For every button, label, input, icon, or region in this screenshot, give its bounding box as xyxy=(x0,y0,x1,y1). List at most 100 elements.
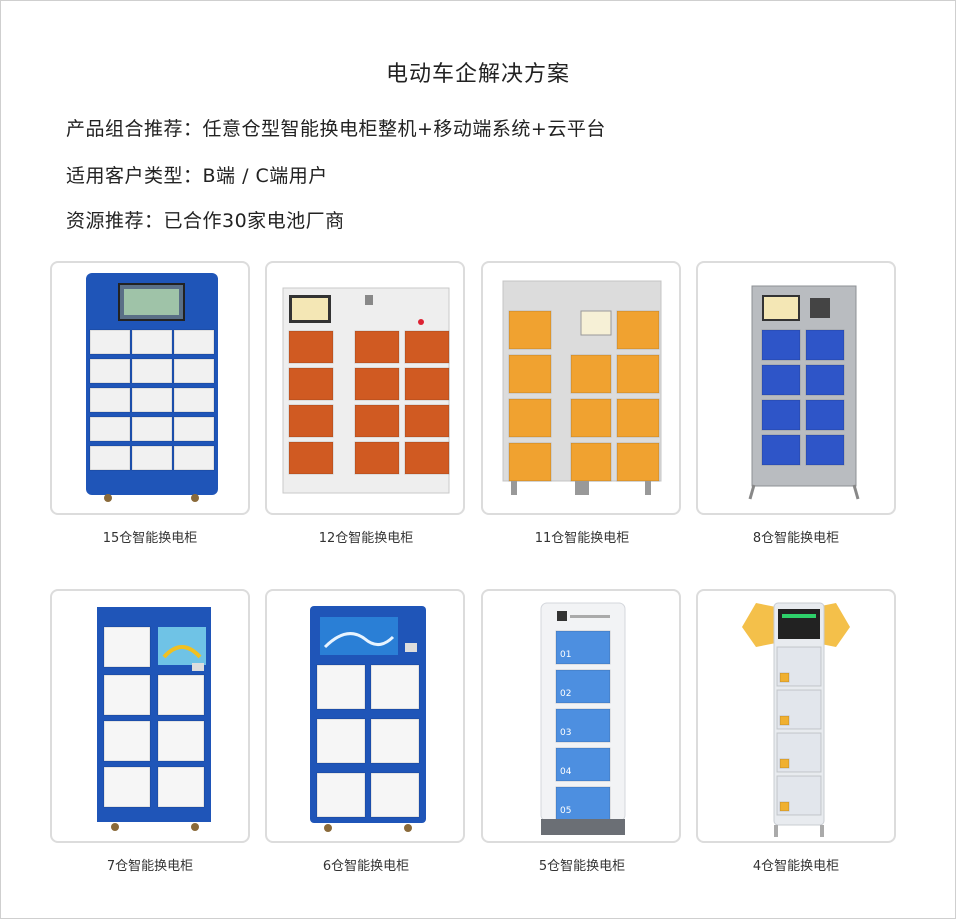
cabinet-door xyxy=(89,416,131,442)
door-label-05: 05 xyxy=(560,806,571,816)
cabinet-door xyxy=(761,434,801,466)
cabinet-door xyxy=(761,329,801,361)
cabinet-12-image xyxy=(282,287,450,494)
door-label-04: 04 xyxy=(560,767,572,777)
door-indicator-1 xyxy=(779,672,790,683)
cabinet-door xyxy=(570,442,612,482)
cabinet-door xyxy=(316,718,366,764)
cabinet-door xyxy=(131,329,173,355)
cabinet-door xyxy=(616,442,660,482)
caption-12: 12仓智能换电柜 xyxy=(318,531,414,546)
cabinet-door xyxy=(761,399,801,431)
door-label-03: 03 xyxy=(560,728,571,738)
cabinet-door-03 xyxy=(555,708,611,743)
cabinet-door xyxy=(508,310,552,350)
product-card-15[interactable] xyxy=(50,261,250,515)
caption-11: 11仓智能换电柜 xyxy=(534,531,630,546)
cabinet-door xyxy=(508,398,552,438)
cabinet-door xyxy=(354,404,400,438)
door-label-01: 01 xyxy=(560,650,571,660)
caption-8: 8仓智能换电柜 xyxy=(752,531,840,546)
page-title: 电动车企解决方案 xyxy=(385,62,570,87)
cabinet-door xyxy=(316,772,366,818)
cabinet-door xyxy=(131,416,173,442)
cabinet-door xyxy=(570,354,612,394)
caption-7: 7仓智能换电柜 xyxy=(106,859,194,874)
cabinet-door xyxy=(354,330,400,364)
product-card-8[interactable] xyxy=(696,261,896,515)
cabinet-door xyxy=(805,329,845,361)
cabinet-door xyxy=(157,720,205,762)
door-indicator-2 xyxy=(779,715,790,726)
cabinet-door xyxy=(103,674,151,716)
product-combo-line: 产品组合推荐：任意仓型智能换电柜整机+移动端系统+云平台 xyxy=(66,118,606,140)
cabinet-door xyxy=(616,310,660,350)
cabinet-8-image xyxy=(748,285,860,500)
cabinet-6-image xyxy=(310,606,426,832)
cabinet-door xyxy=(288,330,334,364)
cabinet-door xyxy=(370,772,420,818)
door-label-02: 02 xyxy=(560,689,571,699)
cabinet-door-3 xyxy=(776,732,822,773)
product-card-11[interactable] xyxy=(481,261,681,515)
cabinet-door xyxy=(404,367,450,401)
cabinet-door xyxy=(354,441,400,475)
cabinet-15-image xyxy=(86,273,218,502)
cabinet-door xyxy=(103,626,151,668)
cabinet-door xyxy=(316,664,366,710)
cabinet-door xyxy=(370,718,420,764)
cabinet-door xyxy=(173,329,215,355)
cabinet-door xyxy=(131,445,173,471)
cabinet-door-01 xyxy=(555,630,611,665)
cabinet-door xyxy=(354,367,400,401)
product-card-7[interactable] xyxy=(50,589,250,843)
cabinet-door xyxy=(570,398,612,438)
cabinet-door xyxy=(288,441,334,475)
cabinet-door xyxy=(131,358,173,384)
cabinet-door xyxy=(131,387,173,413)
cabinet-door xyxy=(103,766,151,808)
cabinet-door xyxy=(89,387,131,413)
cabinet-door xyxy=(173,358,215,384)
product-card-4[interactable] xyxy=(696,589,896,843)
cabinet-door xyxy=(288,367,334,401)
product-card-5[interactable]: 01 02 03 04 05 xyxy=(481,589,681,843)
cabinet-door-05 xyxy=(555,786,611,821)
cabinet-door xyxy=(89,445,131,471)
door-indicator-4 xyxy=(779,801,790,812)
cabinet-door xyxy=(173,387,215,413)
cabinet-door xyxy=(103,720,151,762)
cabinet-door xyxy=(761,364,801,396)
cabinet-4-image xyxy=(742,602,850,837)
cabinet-5-image: 01 02 03 04 05 xyxy=(540,602,626,835)
cabinet-door xyxy=(157,674,205,716)
product-card-6[interactable] xyxy=(265,589,465,843)
cabinet-door xyxy=(404,404,450,438)
caption-4: 4仓智能换电柜 xyxy=(752,859,840,874)
cabinet-door xyxy=(173,416,215,442)
cabinet-door-02 xyxy=(555,669,611,704)
cabinet-door xyxy=(616,354,660,394)
caption-5: 5仓智能换电柜 xyxy=(538,859,626,874)
cabinet-door-4 xyxy=(776,775,822,816)
cabinet-door xyxy=(288,404,334,438)
cabinet-door xyxy=(157,766,205,808)
cabinet-door xyxy=(616,398,660,438)
cabinet-door xyxy=(89,329,131,355)
cabinet-door xyxy=(173,445,215,471)
cabinet-door xyxy=(508,442,552,482)
cabinet-door-04 xyxy=(555,747,611,782)
caption-15: 15仓智能换电柜 xyxy=(102,531,198,546)
door-indicator-3 xyxy=(779,758,790,769)
cabinet-door xyxy=(508,354,552,394)
cabinet-7-image xyxy=(97,607,211,831)
caption-6: 6仓智能换电柜 xyxy=(322,859,410,874)
cabinet-door xyxy=(370,664,420,710)
product-card-12[interactable] xyxy=(265,261,465,515)
resource-line: 资源推荐：已合作30家电池厂商 xyxy=(66,210,345,232)
customer-type-line: 适用客户类型：B端 / C端用户 xyxy=(66,165,328,187)
cabinet-11-image xyxy=(502,280,662,495)
cabinet-door xyxy=(404,330,450,364)
cabinet-door xyxy=(404,441,450,475)
cabinet-door xyxy=(89,358,131,384)
